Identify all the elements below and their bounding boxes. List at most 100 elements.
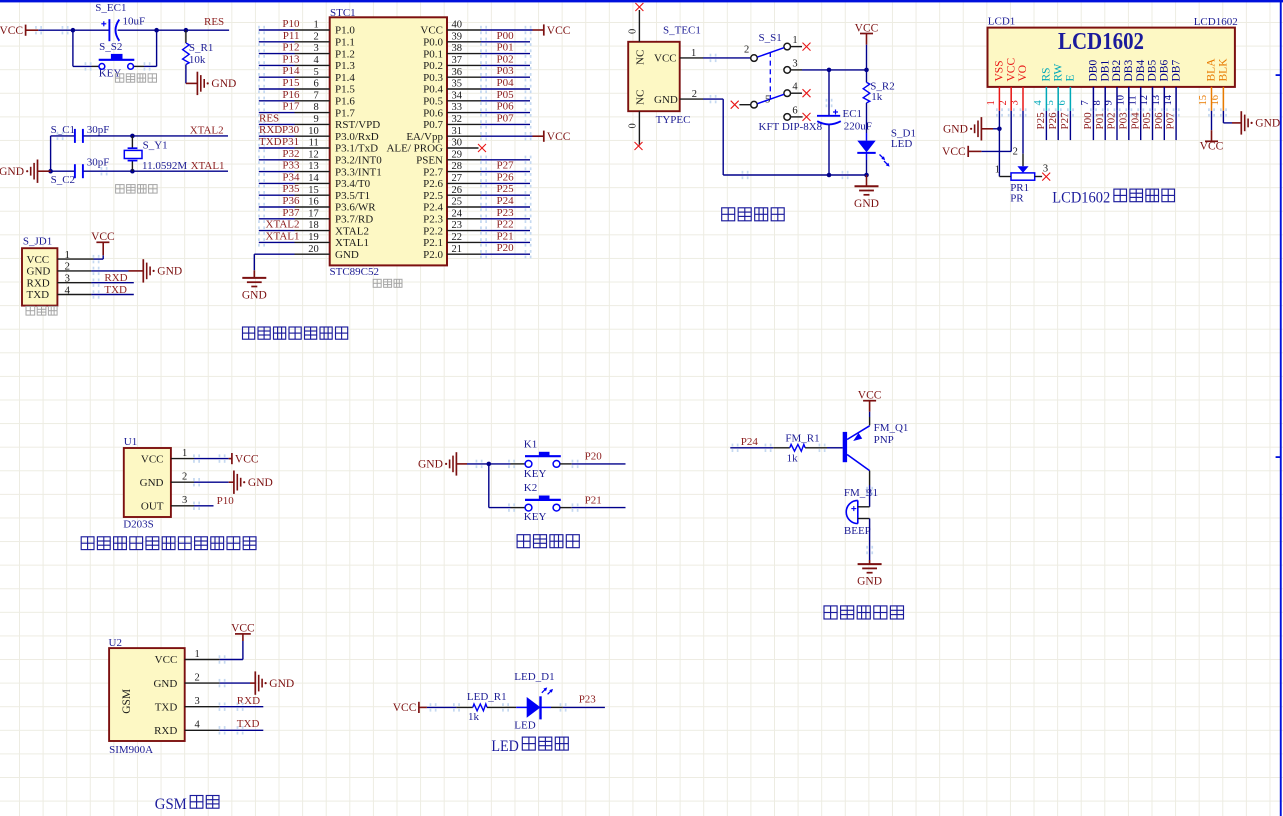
svg-text:S_R2: S_R2 xyxy=(870,80,894,92)
svg-text:GND: GND xyxy=(857,576,882,588)
svg-text:P04: P04 xyxy=(1129,112,1141,130)
svg-text:13: 13 xyxy=(1151,95,1162,106)
svg-text:PR1: PR1 xyxy=(1010,182,1029,194)
svg-text:5: 5 xyxy=(765,95,770,106)
svg-text:RST/VPD: RST/VPD xyxy=(335,119,380,131)
svg-text:15: 15 xyxy=(308,185,319,196)
svg-text:P2.2: P2.2 xyxy=(423,225,443,237)
svg-text:1k: 1k xyxy=(787,453,799,465)
svg-text:11: 11 xyxy=(309,138,319,149)
svg-text:VCC: VCC xyxy=(393,702,417,714)
svg-text:1: 1 xyxy=(195,649,200,660)
svg-text:PR: PR xyxy=(1010,193,1024,205)
svg-text:GND: GND xyxy=(335,249,359,261)
svg-text:28: 28 xyxy=(452,161,463,172)
svg-text:17: 17 xyxy=(308,208,319,219)
svg-text:P05: P05 xyxy=(1141,112,1153,130)
svg-text:P0.2: P0.2 xyxy=(423,60,443,72)
svg-text:RXD: RXD xyxy=(27,277,50,289)
svg-text:P2.4: P2.4 xyxy=(423,202,443,214)
svg-text:DB0: DB0 xyxy=(1088,60,1100,82)
svg-text:P17: P17 xyxy=(282,101,300,113)
svg-text:8: 8 xyxy=(314,102,319,113)
svg-text:GND: GND xyxy=(140,477,164,489)
svg-text:P06: P06 xyxy=(1153,112,1165,130)
svg-text:34: 34 xyxy=(452,90,463,101)
svg-text:1: 1 xyxy=(182,448,187,459)
svg-text:BLA: BLA xyxy=(1206,58,1218,82)
svg-text:P25: P25 xyxy=(1035,112,1047,130)
svg-text:S_EC1: S_EC1 xyxy=(95,2,126,14)
svg-text:GND: GND xyxy=(269,678,294,690)
svg-text:RES: RES xyxy=(259,112,279,124)
svg-text:VCC: VCC xyxy=(27,254,50,266)
svg-text:LCD1602: LCD1602 xyxy=(1052,189,1110,206)
svg-text:P2.0: P2.0 xyxy=(423,249,443,261)
svg-text:XTAL2: XTAL2 xyxy=(190,125,224,137)
svg-text:7: 7 xyxy=(314,90,319,101)
svg-text:GND: GND xyxy=(157,266,182,278)
svg-text:LED: LED xyxy=(491,738,519,755)
svg-text:P36: P36 xyxy=(282,195,300,207)
svg-text:P0.3: P0.3 xyxy=(423,72,443,84)
svg-text:DB2: DB2 xyxy=(1111,60,1123,82)
svg-text:P1.2: P1.2 xyxy=(335,48,355,60)
svg-text:P04: P04 xyxy=(497,77,515,89)
svg-text:VCC: VCC xyxy=(91,231,115,243)
svg-text:RXD: RXD xyxy=(104,272,127,284)
svg-text:26: 26 xyxy=(452,185,463,196)
svg-text:3: 3 xyxy=(1043,164,1048,175)
svg-text:9: 9 xyxy=(1104,100,1115,105)
svg-text:VO: VO xyxy=(1017,65,1029,82)
svg-text:XTAL1: XTAL1 xyxy=(191,160,225,172)
svg-text:LCD1602: LCD1602 xyxy=(1058,29,1144,55)
svg-text:VCC: VCC xyxy=(155,654,178,666)
svg-text:S_D1: S_D1 xyxy=(891,128,916,140)
svg-text:7: 7 xyxy=(1080,100,1091,105)
svg-text:22: 22 xyxy=(452,232,463,243)
svg-text:35: 35 xyxy=(452,79,463,90)
svg-text:2: 2 xyxy=(1013,147,1018,158)
svg-text:P37: P37 xyxy=(282,207,300,219)
svg-text:2: 2 xyxy=(998,100,1009,105)
svg-text:GND: GND xyxy=(1255,118,1280,130)
svg-text:S_R1: S_R1 xyxy=(189,42,213,54)
svg-text:KFT DIP-8X8: KFT DIP-8X8 xyxy=(759,121,823,133)
svg-text:S_Y1: S_Y1 xyxy=(143,140,168,152)
svg-text:STC1: STC1 xyxy=(330,7,356,19)
svg-text:11: 11 xyxy=(1127,95,1138,105)
svg-text:EC1: EC1 xyxy=(843,108,863,120)
svg-text:DB5: DB5 xyxy=(1147,60,1159,82)
svg-text:P05: P05 xyxy=(497,89,515,101)
svg-text:36: 36 xyxy=(452,67,463,78)
svg-text:10: 10 xyxy=(1116,95,1127,106)
svg-text:P2.6: P2.6 xyxy=(423,178,443,190)
svg-text:P0.1: P0.1 xyxy=(423,48,443,60)
svg-text:K2: K2 xyxy=(524,482,537,494)
svg-text:VCC: VCC xyxy=(1005,58,1017,82)
svg-text:EA/Vpp: EA/Vpp xyxy=(406,131,443,143)
svg-text:K1: K1 xyxy=(524,439,537,451)
svg-text:P10: P10 xyxy=(217,495,235,507)
svg-text:P30: P30 xyxy=(282,124,300,136)
svg-text:P0.7: P0.7 xyxy=(423,119,443,131)
svg-text:P00: P00 xyxy=(1082,112,1094,130)
svg-text:OUT: OUT xyxy=(141,501,164,513)
svg-text:LED_D1: LED_D1 xyxy=(514,671,554,683)
svg-text:24: 24 xyxy=(452,208,463,219)
svg-text:P3.1/TxD: P3.1/TxD xyxy=(335,143,378,155)
svg-text:P1.1: P1.1 xyxy=(335,37,355,49)
svg-text:RXD: RXD xyxy=(237,695,260,707)
svg-text:0: 0 xyxy=(627,29,638,34)
svg-text:20: 20 xyxy=(308,244,319,255)
svg-text:VCC: VCC xyxy=(141,453,164,465)
svg-text:P27: P27 xyxy=(497,160,515,172)
svg-text:LED_R1: LED_R1 xyxy=(467,691,507,703)
svg-text:P24: P24 xyxy=(497,195,515,207)
svg-text:P1.3: P1.3 xyxy=(335,60,355,72)
svg-text:XTAL2: XTAL2 xyxy=(266,219,300,231)
svg-text:5: 5 xyxy=(314,67,319,78)
svg-text:TXD: TXD xyxy=(259,136,282,148)
svg-text:S_S2: S_S2 xyxy=(99,41,122,53)
svg-text:1: 1 xyxy=(792,35,797,46)
